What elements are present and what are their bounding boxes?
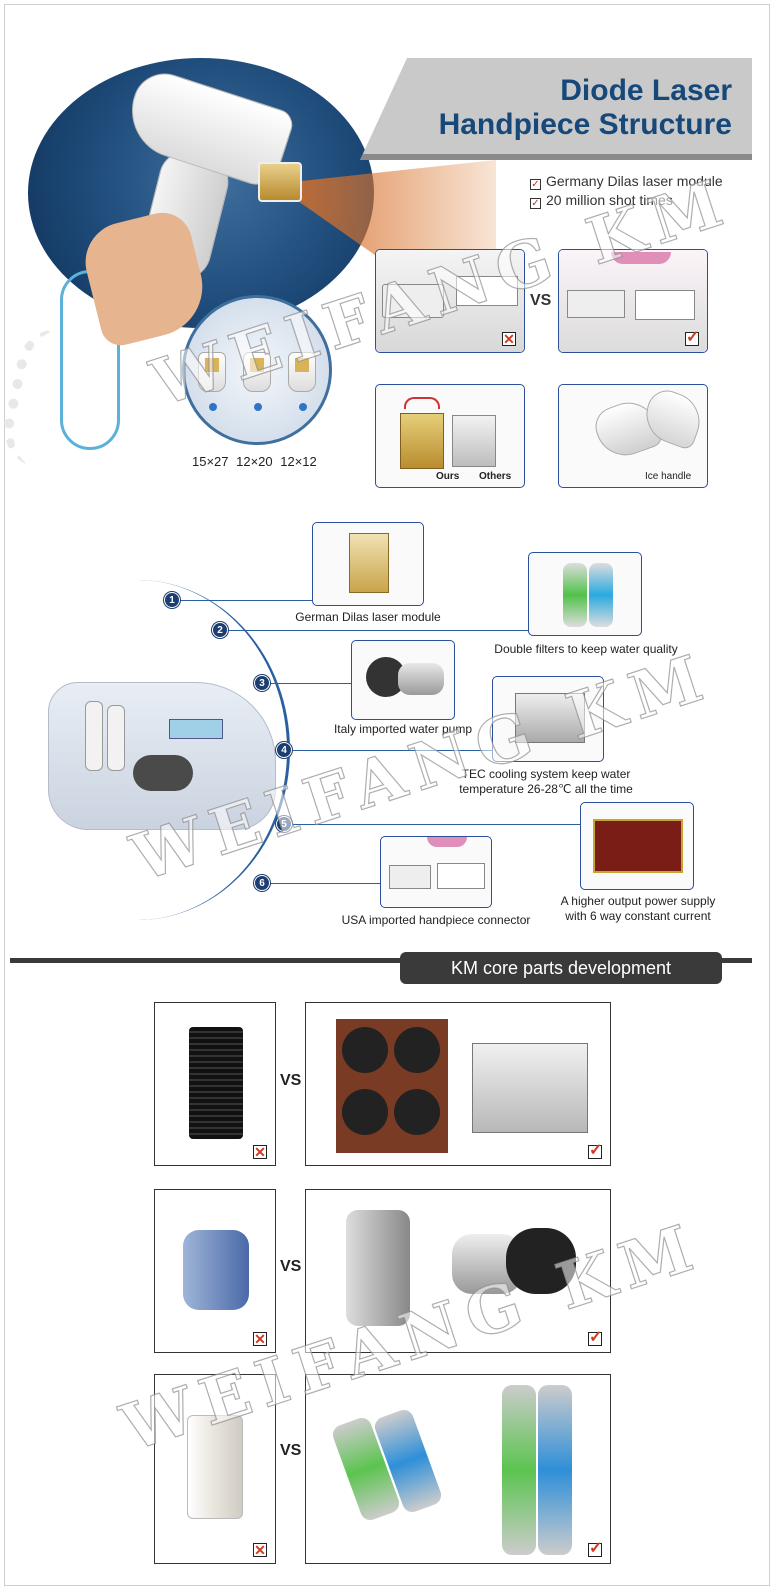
- ice-handle-photo: Ice handle: [558, 384, 708, 488]
- label-1: German Dilas laser module: [295, 610, 441, 624]
- core-parts-title: KM core parts development: [400, 952, 722, 984]
- filter-ours-box: ✓: [305, 1374, 611, 1564]
- cross-icon: ✕: [253, 1331, 267, 1347]
- radiator-others-box: ✕: [154, 1002, 276, 1166]
- handpiece-connector-photo: [380, 836, 492, 908]
- check-icon: ✓: [685, 329, 700, 346]
- title-band: [360, 58, 752, 160]
- label-4: TEC cooling system keep water temperatur…: [459, 767, 633, 796]
- vs-label: VS: [280, 1258, 302, 1275]
- check-icon: ✓: [588, 1142, 603, 1159]
- connector-line: [284, 824, 580, 825]
- water-pump-photo: [351, 640, 455, 720]
- marker-3: 3: [254, 675, 270, 691]
- cross-icon: ✕: [253, 1144, 267, 1160]
- connector-line: [262, 683, 352, 684]
- laser-module-photo: Ours Others: [375, 384, 525, 488]
- connector-line: [262, 883, 380, 884]
- connector-others-photo: ✕: [375, 249, 525, 353]
- cross-icon: ✕: [253, 1542, 267, 1558]
- tip-12x12: [288, 352, 316, 411]
- others-label: Others: [479, 471, 512, 482]
- marker-6: 6: [254, 875, 270, 891]
- power-supply-photo: [580, 802, 694, 890]
- marker-2: 2: [212, 622, 228, 638]
- tip-12x20: [243, 352, 271, 411]
- marker-5: 5: [276, 816, 292, 832]
- vs-label: VS: [280, 1442, 302, 1459]
- checkbox-icon: ✓: [530, 179, 541, 190]
- vs-label: VS: [530, 292, 552, 309]
- feature-item: ✓Germany Dilas laser module: [530, 173, 723, 190]
- tec-cooling-photo: [492, 676, 604, 762]
- connector-ours-photo: ✓: [558, 249, 708, 353]
- ours-label: Ours: [436, 471, 460, 482]
- title-line-1: Diode Laser: [560, 74, 732, 107]
- page-title: Diode Laser Handpiece Structure: [412, 74, 732, 142]
- pump-ours-box: ✓: [305, 1189, 611, 1353]
- double-filter-photo: [528, 552, 642, 636]
- label-3: Italy imported water pump: [333, 722, 473, 736]
- filter-others-box: ✕: [154, 1374, 276, 1564]
- marker-1: 1: [164, 592, 180, 608]
- checkbox-icon: ✓: [530, 198, 541, 209]
- title-line-2: Handpiece Structure: [438, 108, 732, 141]
- tip-sizes-label: 15×27 12×20 12×12: [192, 454, 317, 469]
- label-2: Double filters to keep water quality: [494, 642, 678, 656]
- label-5: A higher output power supply with 6 way …: [560, 894, 716, 923]
- cross-icon: ✕: [502, 331, 516, 347]
- handpiece-tip: [258, 162, 302, 202]
- dilas-module-photo: [312, 522, 424, 606]
- machine-cutaway: [48, 682, 276, 830]
- label-6: USA imported handpiece connector: [341, 913, 531, 927]
- check-icon: ✓: [588, 1329, 603, 1346]
- cooling-ours-box: ✓: [305, 1002, 611, 1166]
- check-icon: ✓: [588, 1540, 603, 1557]
- ice-handle-label: Ice handle: [645, 471, 692, 482]
- connector-line: [172, 600, 312, 601]
- feature-item: ✓20 million shot times: [530, 192, 673, 209]
- tip-15x27: [198, 352, 226, 411]
- vs-label: VS: [280, 1072, 302, 1089]
- connector-line: [222, 630, 530, 631]
- pump-others-box: ✕: [154, 1189, 276, 1353]
- feature-list: ✓Germany Dilas laser module ✓20 million …: [530, 172, 723, 210]
- marker-4: 4: [276, 742, 292, 758]
- connector-line: [284, 750, 492, 751]
- section-divider: [10, 958, 752, 963]
